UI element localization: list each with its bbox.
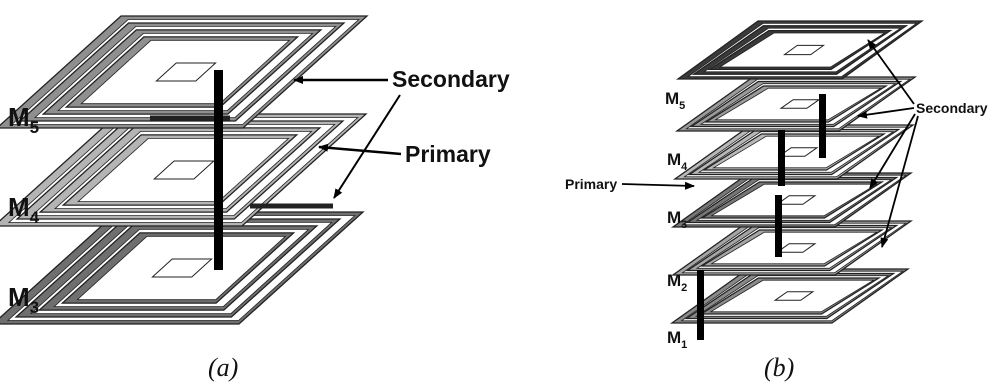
panel-b-via-m1-m2 — [697, 270, 704, 340]
panel-a-label-m4: M4 — [8, 192, 40, 227]
panel-b-layers — [669, 20, 925, 324]
panel-a: M5 M4 M3 Secondary Primary (a) — [0, 15, 510, 382]
panel-a-layer-m5-center — [155, 62, 217, 82]
panel-b-layer-m2 — [670, 220, 914, 276]
panel-a-layer-m3-center — [151, 258, 213, 278]
panel-b-label-m1: M1 — [667, 328, 687, 351]
panel-a-caption: (a) — [208, 353, 238, 382]
panel-b-secondary-arrow-2 — [857, 107, 915, 119]
panel-b: M5 M4 M3 M2 M1 Secondary Primary (b) — [565, 20, 988, 382]
panel-b-via-m3 — [775, 195, 782, 257]
panel-a-label-m5: M5 — [8, 102, 39, 137]
panel-a-layer-m4 — [0, 113, 368, 227]
panel-b-secondary-arrow-3 — [869, 113, 916, 189]
panel-a-secondary-arrow-2 — [333, 94, 401, 199]
panel-b-primary-arrow — [621, 181, 695, 190]
panel-b-caption: (b) — [764, 353, 794, 382]
panel-b-secondary-arrow-1 — [867, 39, 915, 105]
panel-a-secondary-label: Secondary — [392, 66, 510, 92]
panel-b-via-m4 — [778, 130, 785, 186]
panel-b-layer-m1 — [669, 268, 911, 324]
panel-b-primary-label: Primary — [565, 176, 617, 192]
panel-b-via-m5 — [819, 94, 826, 158]
panel-b-secondary-label: Secondary — [916, 100, 988, 116]
panel-a-label-m3: M3 — [8, 282, 39, 317]
panel-b-layer-m1-center — [773, 291, 815, 301]
panel-b-label-m5: M5 — [665, 89, 685, 112]
panel-a-layer-m3 — [0, 211, 365, 325]
panel-b-layer-m5 — [674, 76, 918, 132]
panel-b-layer-top-center — [782, 44, 826, 56]
panel-a-layer-m4-center — [152, 160, 216, 180]
panel-b-label-m3: M3 — [667, 208, 687, 231]
panel-b-label-m4: M4 — [667, 150, 688, 173]
panel-a-layers — [0, 15, 369, 325]
panel-a-primary-label: Primary — [405, 141, 491, 167]
panel-b-layer-m3 — [670, 172, 914, 228]
panel-a-via — [214, 70, 223, 270]
panel-b-layer-m4 — [672, 124, 916, 180]
panel-b-label-m2: M2 — [667, 271, 687, 294]
panel-a-primary-arrow — [318, 143, 402, 156]
panel-b-layer-top — [675, 20, 925, 80]
panel-a-layer-m5 — [0, 15, 369, 129]
panel-b-secondary-arrow-4 — [880, 115, 919, 248]
panel-b-layer-m5-center — [779, 99, 821, 109]
